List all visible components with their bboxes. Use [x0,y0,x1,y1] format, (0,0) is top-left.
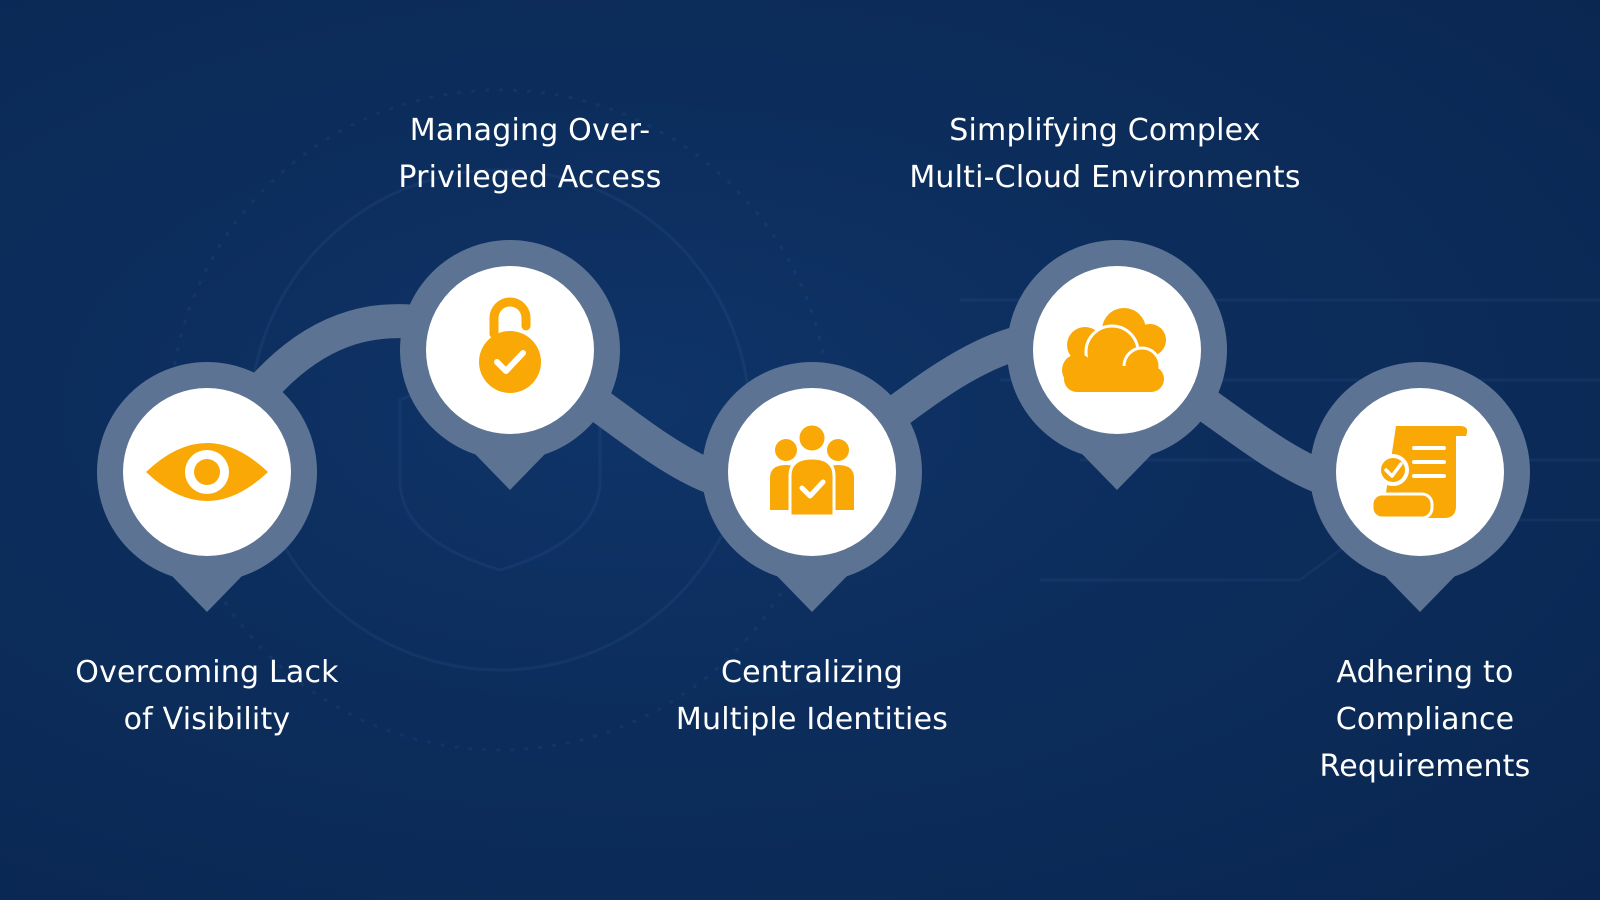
step-5-label-line-3: Requirements [1319,749,1531,784]
step-1-label-line-1: Overcoming Lack [75,655,339,690]
unlocked-padlock-check-icon [479,297,541,393]
step-1-label: Overcoming Lack of Visibility [57,649,357,743]
pin-1 [97,362,317,612]
cloud-icon [1062,308,1166,392]
step-3-label-line-1: Centralizing [720,655,904,690]
pin-4 [1007,240,1227,490]
step-4-label-line-1: Simplifying Complex [949,113,1261,148]
step-1-label-line-2: of Visibility [123,702,291,737]
pin-3 [702,362,922,612]
pin-5 [1310,362,1530,612]
step-2-label: Managing Over- Privileged Access [365,107,695,201]
step-2-label-line-1: Managing Over- [409,113,651,148]
step-5-label: Adhering to Compliance Requirements [1290,649,1560,790]
step-3-label-line-2: Multiple Identities [675,702,949,737]
step-5-label-line-1: Adhering to [1336,655,1514,690]
pin-2 [400,240,620,490]
step-2-label-line-2: Privileged Access [398,160,662,195]
step-4-label: Simplifying Complex Multi-Cloud Environm… [890,107,1320,201]
compliance-document-check-icon [1370,426,1468,520]
user-group-check-icon [770,422,854,518]
step-5-label-line-2: Compliance [1335,702,1515,737]
step-3-label: Centralizing Multiple Identities [652,649,972,743]
step-4-label-line-2: Multi-Cloud Environments [909,160,1301,195]
eye-icon [146,443,268,501]
